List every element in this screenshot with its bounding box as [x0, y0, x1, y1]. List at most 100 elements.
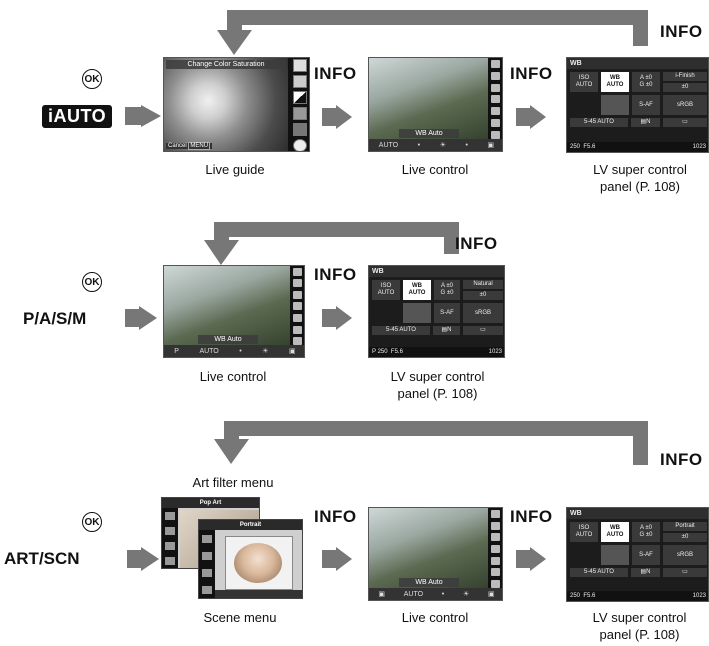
panel-wb-row3: WB AUTO [600, 521, 630, 543]
return-arrow-row2 [214, 222, 459, 237]
panel-iso-row2: ISO AUTO [371, 279, 401, 301]
panel-iso-row3: ISO AUTO [569, 521, 599, 543]
info-label-row2-return: INFO [455, 234, 498, 253]
panel-flash: ▭ [662, 117, 708, 128]
info-label-row2-a: INFO [314, 265, 357, 284]
panel-title-row2: WB [369, 266, 504, 277]
live-control-banner: WB Auto [399, 129, 459, 138]
live-control-photo-row2 [164, 266, 292, 347]
forward-arrow-r1-c [530, 105, 546, 129]
mode-label-artscn: ART/SCN [4, 549, 80, 568]
forward-arrow-r2-a [139, 306, 157, 330]
panel-srgb-row2: sRGB [462, 302, 504, 324]
info-label-row3-return: INFO [660, 450, 703, 469]
panel-quality-row3: ▤N [630, 567, 661, 578]
panel-quality: ▤N [630, 117, 661, 128]
scene-menu-screen: Portrait [198, 519, 303, 599]
mode-label-iauto: iAUTO [42, 105, 113, 128]
panel-nr-row3: 5-45 AUTO [569, 567, 629, 578]
super-control-panel-row2: WB ISO AUTO WB AUTO A ±0 G ±0 Natural ±0… [368, 265, 505, 358]
panel-saf-row2: S-AF [433, 302, 461, 324]
panel-adjust: ±0 [662, 82, 708, 93]
caption-live-control-row1: Live control [401, 162, 469, 177]
panel-adjust-row2: ±0 [462, 290, 504, 301]
forward-arrow-r3-c [530, 547, 546, 571]
screen-live-control-row1: WB Auto AUTO•☀•▣ [368, 57, 503, 152]
live-guide-banner: Change Color Saturation [166, 60, 286, 69]
panel-wb: WB AUTO [600, 71, 630, 93]
forward-arrow-r1-a [141, 105, 161, 127]
panel-srgb-row3: sRGB [662, 544, 708, 566]
caption-super-panel-row2: LV super control panel (P. 108) [390, 369, 485, 401]
panel-saf-row3: S-AF [631, 544, 661, 566]
live-control-sidebar-row3 [488, 508, 502, 590]
panel-wb-comp: A ±0 G ±0 [631, 71, 661, 93]
forward-arrow-r3-b [336, 547, 352, 571]
return-arrow-row3 [224, 421, 648, 436]
mode-label-pasm: P/A/S/M [23, 309, 87, 328]
scene-menu-title: Portrait [199, 520, 302, 530]
panel-af-area [600, 94, 630, 116]
panel-nr: 5-45 AUTO [569, 117, 629, 128]
panel-quality-row2: ▤N [432, 325, 461, 336]
forward-arrow-r3-a [141, 547, 159, 571]
panel-wb-comp-row3: A ±0 G ±0 [631, 521, 661, 543]
live-control-banner-row2: WB Auto [198, 335, 258, 344]
caption-super-panel-row1: LV super control panel (P. 108) [593, 162, 687, 194]
live-guide-cancel: Cancel MENU [166, 142, 213, 150]
super-control-panel-row1: WB ISO AUTO WB AUTO A ±0 G ±0 i-Finish ±… [566, 57, 709, 153]
live-guide-photo [164, 58, 290, 151]
screen-live-guide: Change Color Saturation Cancel MENU [163, 57, 310, 152]
panel-title-row3: WB [567, 508, 708, 519]
art-filter-menu-title: Pop Art [162, 498, 259, 508]
panel-iso: ISO AUTO [569, 71, 599, 93]
caption-live-control-row3: Live control [401, 610, 469, 625]
super-control-panel-row3: WB ISO AUTO WB AUTO A ±0 G ±0 Portrait ±… [566, 507, 709, 602]
info-label-row1-b: INFO [510, 64, 553, 83]
ok-button-icon-row1: OK [82, 69, 102, 89]
panel-picture-mode-row2: Natural [462, 279, 504, 290]
panel-flash-row2: ▭ [462, 325, 504, 336]
caption-super-panel-row3: LV super control panel (P. 108) [592, 610, 687, 642]
ok-button-icon-row3: OK [82, 512, 102, 532]
panel-af-area-row2 [402, 302, 432, 324]
scene-menu-sidebar [199, 530, 215, 598]
art-filter-menu-label: Art filter menu [192, 475, 274, 490]
screen-live-control-row3: WB Auto ▣AUTO•☀▣ [368, 507, 503, 601]
panel-saf: S-AF [631, 94, 661, 116]
ok-button-icon-row2: OK [82, 272, 102, 292]
panel-picture-mode-row3: Portrait [662, 521, 708, 532]
panel-af-area-row3 [600, 544, 630, 566]
info-label-row3-b: INFO [510, 507, 553, 526]
caption-live-control-row2: Live control [199, 369, 267, 384]
live-control-bottombar: AUTO•☀•▣ [369, 139, 502, 151]
caption-scene-menu: Scene menu [203, 610, 277, 625]
live-control-banner-row3: WB Auto [399, 578, 459, 587]
panel-wb-comp-row2: A ±0 G ±0 [433, 279, 461, 301]
live-control-photo [369, 58, 490, 141]
panel-title: WB [567, 58, 708, 69]
panel-flash-row3: ▭ [662, 567, 708, 578]
info-label-row3-a: INFO [314, 507, 357, 526]
forward-arrow-r2-b [336, 306, 352, 330]
live-control-sidebar-row2 [290, 266, 304, 347]
forward-arrow-r1-b [336, 105, 352, 129]
panel-srgb: sRGB [662, 94, 708, 116]
panel-picture-mode: i-Finish [662, 71, 708, 82]
caption-live-guide: Live guide [205, 162, 265, 177]
info-label-row1-a: INFO [314, 64, 357, 83]
live-control-bottombar-row3: ▣AUTO•☀▣ [369, 588, 502, 600]
live-control-sidebar [488, 58, 502, 141]
panel-adjust-row3: ±0 [662, 532, 708, 543]
art-filter-menu-sidebar [162, 508, 178, 568]
info-label-row1-return: INFO [660, 22, 703, 41]
live-guide-options [288, 58, 309, 151]
return-arrow-row1 [227, 10, 647, 25]
panel-nr-row2: 5-45 AUTO [371, 325, 431, 336]
